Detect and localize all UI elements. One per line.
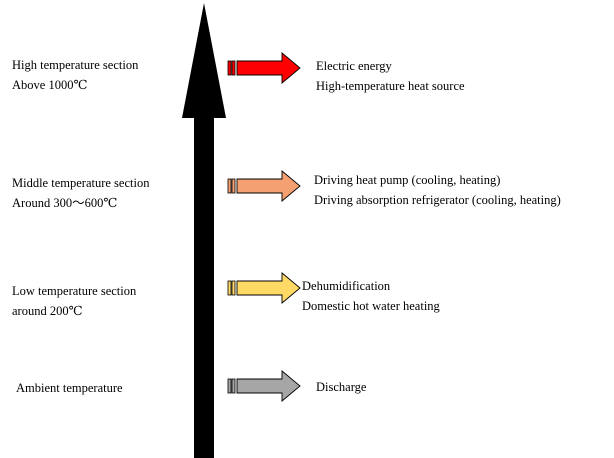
orange-arrow-icon bbox=[227, 170, 301, 202]
use-item: Discharge bbox=[316, 380, 367, 394]
use-label-high: Electric energy High-temperature heat so… bbox=[316, 56, 614, 96]
section-title: Middle temperature section bbox=[12, 176, 150, 190]
section-label-ambient: Ambient temperature bbox=[16, 378, 191, 398]
section-range: Around 300～600℃ bbox=[12, 196, 118, 210]
use-item: High-temperature heat source bbox=[316, 79, 465, 93]
use-item: Domestic hot water heating bbox=[302, 299, 440, 313]
section-title: High temperature section bbox=[12, 58, 139, 72]
section-range: around 200℃ bbox=[12, 304, 83, 318]
use-label-ambient: Discharge bbox=[316, 377, 614, 397]
use-label-low: Dehumidification Domestic hot water heat… bbox=[302, 276, 602, 316]
section-title: Low temperature section bbox=[12, 284, 137, 298]
red-arrow-icon bbox=[227, 52, 301, 84]
gray-arrow-icon bbox=[227, 370, 301, 402]
use-item: Driving absorption refrigerator (cooling… bbox=[314, 193, 561, 207]
use-item: Driving heat pump (cooling, heating) bbox=[314, 173, 501, 187]
section-label-low: Low temperature section around 200℃ bbox=[12, 281, 187, 321]
temperature-axis-arrow-icon bbox=[182, 3, 226, 458]
section-range: Above 1000℃ bbox=[12, 78, 88, 92]
yellow-arrow-icon bbox=[227, 272, 301, 304]
section-label-high: High temperature section Above 1000℃ bbox=[12, 55, 187, 95]
section-title: Ambient temperature bbox=[16, 381, 123, 395]
section-label-middle: Middle temperature section Around 300～60… bbox=[12, 173, 187, 213]
use-label-middle: Driving heat pump (cooling, heating) Dri… bbox=[314, 170, 614, 210]
use-item: Electric energy bbox=[316, 59, 392, 73]
use-item: Dehumidification bbox=[302, 279, 391, 293]
